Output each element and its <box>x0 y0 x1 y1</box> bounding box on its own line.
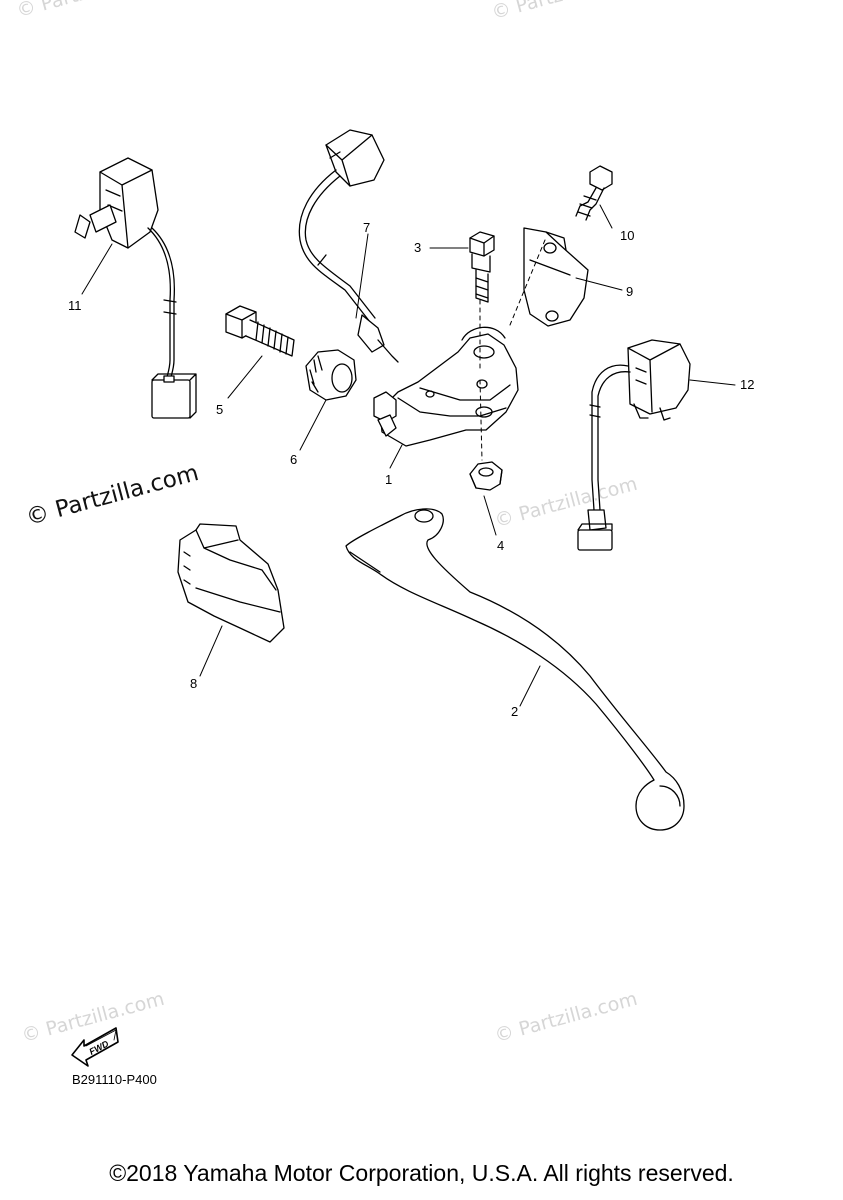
part-11-switch-handle-left <box>74 157 197 419</box>
part-4-nut <box>469 461 503 491</box>
part-2-lever <box>345 508 685 831</box>
callout-5: 5 <box>216 402 224 417</box>
part-12-switch-handle-right <box>577 339 691 551</box>
fwd-arrow-icon: FWD <box>71 1027 119 1067</box>
callout-10: 10 <box>620 228 635 243</box>
callout-6: 6 <box>290 452 298 467</box>
callout-4: 4 <box>497 538 505 553</box>
callout-9: 9 <box>626 284 634 299</box>
callout-2: 2 <box>511 704 519 719</box>
diagram-code: B291110-P400 <box>72 1072 157 1087</box>
part-8-guard <box>177 523 285 643</box>
callout-1: 1 <box>385 472 393 487</box>
callout-3: 3 <box>414 240 422 255</box>
leader-lines <box>81 204 736 707</box>
part-10-screw <box>575 165 613 221</box>
part-3-bolt <box>469 231 495 303</box>
part-7-clutch-switch <box>298 129 399 363</box>
callout-12: 12 <box>740 377 755 392</box>
part-5-adjuster <box>225 305 295 357</box>
copyright-notice: ©2018 Yamaha Motor Corporation, U.S.A. A… <box>109 1160 734 1186</box>
callout-8: 8 <box>190 676 198 691</box>
part-1-bracket <box>373 326 519 447</box>
part-9-holder <box>523 227 589 327</box>
part-6-locknut <box>305 349 357 401</box>
callout-11: 11 <box>68 298 82 313</box>
callout-7: 7 <box>363 220 371 235</box>
